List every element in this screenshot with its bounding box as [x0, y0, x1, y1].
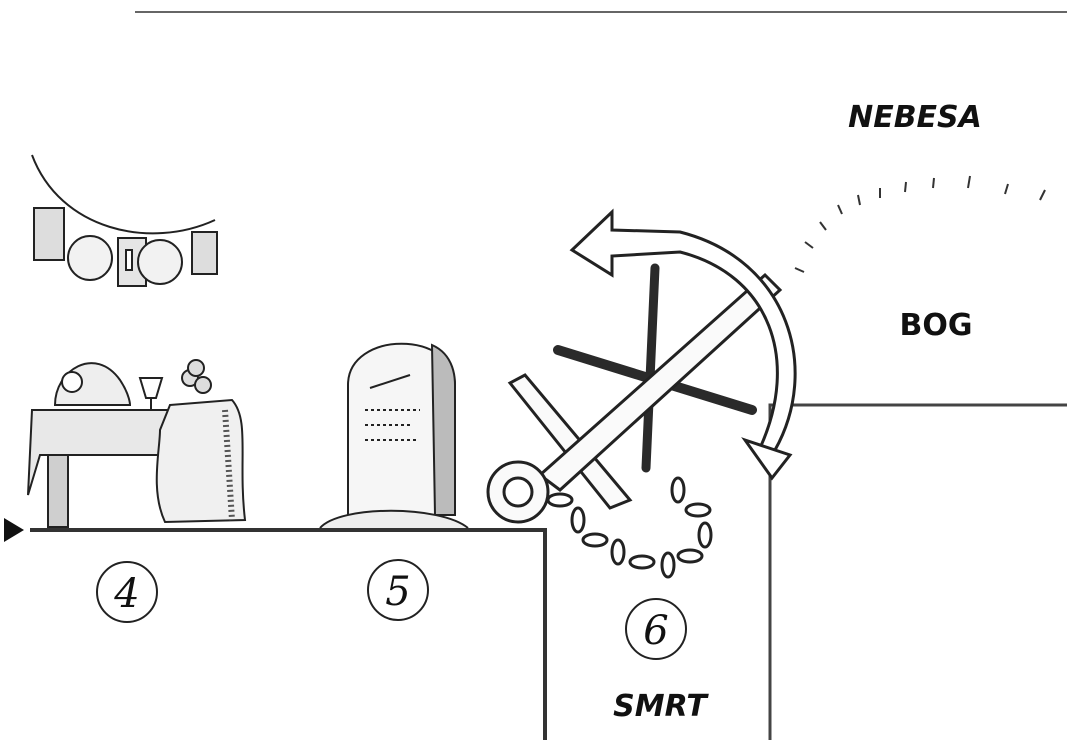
stage-6: 6 — [626, 599, 686, 659]
stage-5: 5 — [368, 560, 428, 620]
stage-number: 4 — [113, 571, 139, 617]
chain-icon — [548, 478, 711, 577]
start-arrow-icon — [4, 518, 24, 542]
death-label: SMRT — [613, 689, 709, 724]
heaven-label: NEBESA — [848, 100, 982, 135]
garland-icon — [32, 155, 217, 286]
radiance-rays — [795, 176, 1045, 272]
tombstone-icon — [320, 344, 468, 528]
stage-number: 6 — [643, 608, 668, 654]
god-platform — [770, 405, 1067, 740]
stage-4: 4 — [97, 562, 157, 622]
path-outline — [30, 530, 545, 740]
stage-number: 5 — [385, 569, 410, 615]
feast-table-icon — [28, 360, 245, 527]
god-label: BOG — [900, 308, 973, 343]
anchor-icon — [488, 275, 780, 522]
